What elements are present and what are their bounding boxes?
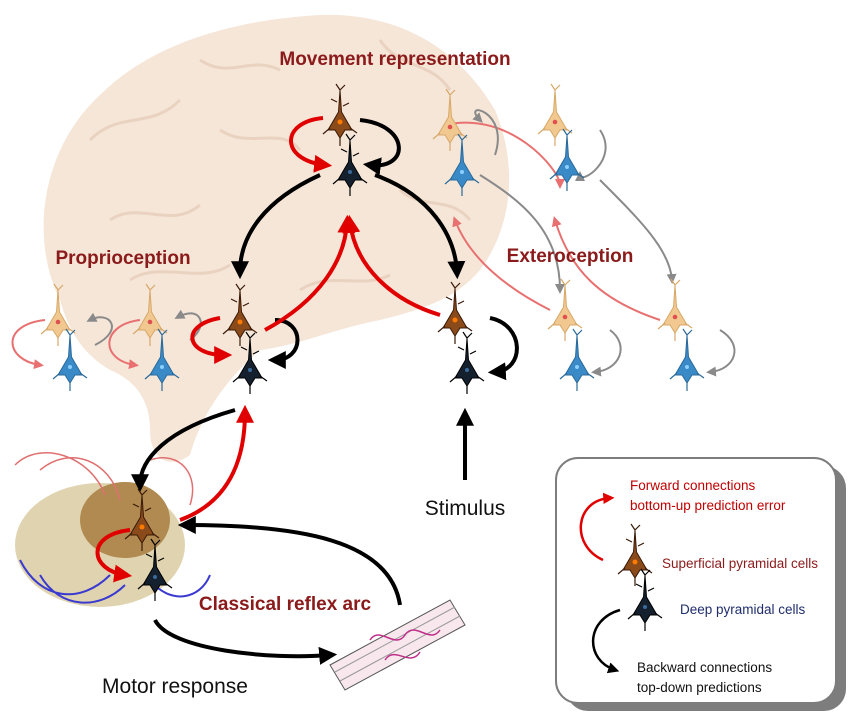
legend-backward-arrow (591, 608, 621, 674)
legend-backward-line1: Backward connections (637, 660, 772, 675)
legend-forward-line1: Forward connections (630, 478, 756, 493)
backward-connection-arrows (131, 118, 519, 665)
faded-connection-arrows (11, 109, 736, 377)
legend-forward-line2: bottom-up prediction error (630, 498, 786, 513)
legend: Forward connections bottom-up prediction… (555, 457, 846, 711)
brain-illustration (43, 14, 510, 462)
legend-superficial-label: Superficial pyramidal cells (662, 556, 818, 571)
proprioception-label: Proprioception (55, 248, 190, 269)
legend-deep-label: Deep pyramidal cells (680, 602, 806, 617)
legend-forward-arrow (579, 492, 615, 562)
spinal-cord-illustration (14, 452, 211, 607)
exteroception-label: Exteroception (507, 246, 634, 267)
stimulus-label: Stimulus (425, 497, 506, 520)
motor-response-label: Motor response (102, 675, 248, 698)
muscle-illustration (329, 599, 466, 691)
forward-connection-arrows (95, 116, 441, 583)
movement-representation-label: Movement representation (279, 49, 510, 70)
legend-backward-line2: top-down predictions (637, 680, 762, 695)
classical-reflex-arc-label: Classical reflex arc (199, 594, 372, 615)
